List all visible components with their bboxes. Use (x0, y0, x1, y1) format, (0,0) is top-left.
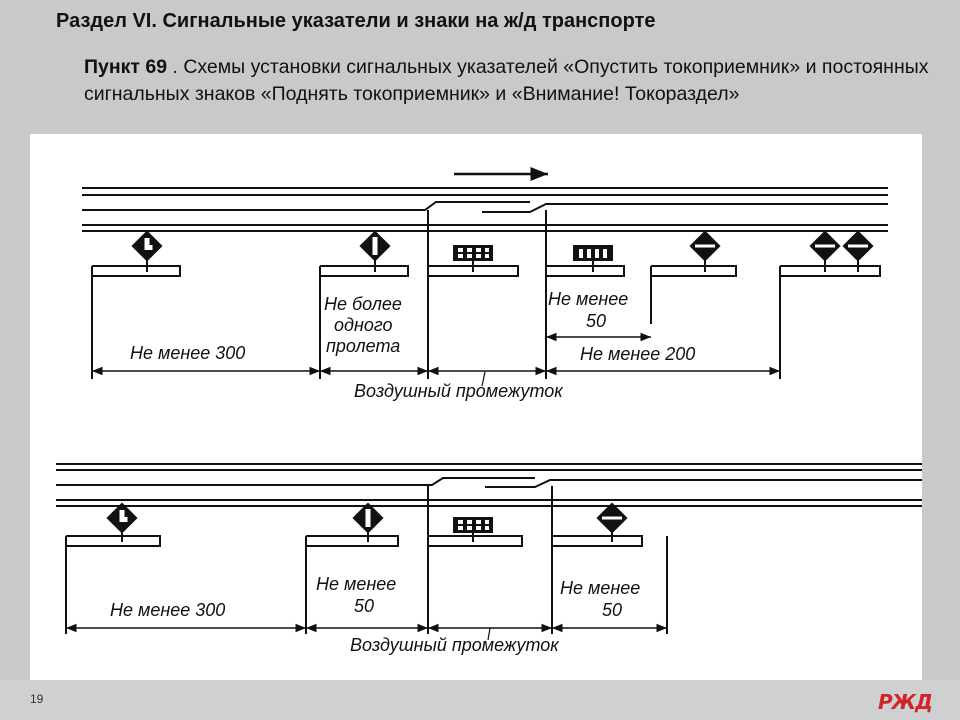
label-dist-200: Не менее 200 (580, 344, 695, 364)
section-attention-sign (453, 245, 493, 261)
side-band (922, 146, 960, 680)
lower-pantograph-sign (359, 230, 391, 262)
point-label: Пункт 69 (84, 56, 168, 78)
diagram-panel: Не менее 300 Не более одного пролета Не … (30, 134, 922, 680)
label-span-1: Не более (324, 294, 402, 314)
rzd-logo: РЖД (878, 690, 933, 714)
label-min50-2: 50 (602, 600, 622, 620)
header-band (0, 0, 960, 146)
label-min50-2: 50 (586, 311, 606, 331)
lower-pantograph-sign (352, 502, 384, 534)
top-scheme (82, 167, 888, 387)
label-span-2: одного (334, 315, 393, 335)
label-min50-1: Не менее (316, 574, 396, 594)
label-span-3: пролета (326, 336, 400, 356)
catenary-section-line (56, 477, 922, 488)
bracket (66, 535, 161, 547)
lower-pantograph-sign (106, 502, 138, 534)
label-min50-2: 50 (354, 596, 374, 616)
raise-pantograph-sign (842, 230, 874, 262)
label-dist-300: Не менее 300 (130, 343, 245, 363)
bracket (546, 265, 625, 277)
raise-pantograph-sign (689, 230, 721, 262)
bracket (320, 265, 409, 277)
label-min50-1: Не менее (548, 289, 628, 309)
label-air-gap: Воздушный промежуток (354, 381, 564, 401)
bracket (92, 265, 181, 277)
point-text: . Схемы установки сигнальных указателей … (84, 56, 929, 105)
label-dist-300: Не менее 300 (110, 600, 225, 620)
section-attention-sign (573, 245, 613, 261)
page-subtitle: Пункт 69 . Схемы установки сигнальных ук… (84, 54, 944, 108)
footer-band (0, 680, 960, 720)
bracket (651, 265, 737, 277)
label-min50-1: Не менее (560, 578, 640, 598)
page-title: Раздел VI. Сигнальные указатели и знаки … (56, 10, 655, 33)
section-title: Сигнальные указатели и знаки на ж/д тран… (156, 10, 656, 32)
bracket (780, 265, 881, 277)
page-number: 19 (30, 692, 44, 706)
label-air-gap: Воздушный промежуток (350, 635, 560, 655)
section-label: Раздел VI. (56, 10, 157, 32)
bracket (428, 535, 523, 547)
raise-pantograph-sign (596, 502, 628, 534)
raise-pantograph-sign (809, 230, 841, 262)
top-signs (131, 230, 874, 262)
bracket (306, 535, 399, 547)
installation-schemes: Не менее 300 Не более одного пролета Не … (56, 167, 922, 655)
bottom-scheme (56, 463, 922, 641)
bottom-signs (106, 502, 628, 534)
bracket (552, 535, 643, 547)
lower-pantograph-sign (131, 230, 163, 262)
catenary-section-line (82, 201, 888, 213)
section-attention-sign (453, 517, 493, 533)
